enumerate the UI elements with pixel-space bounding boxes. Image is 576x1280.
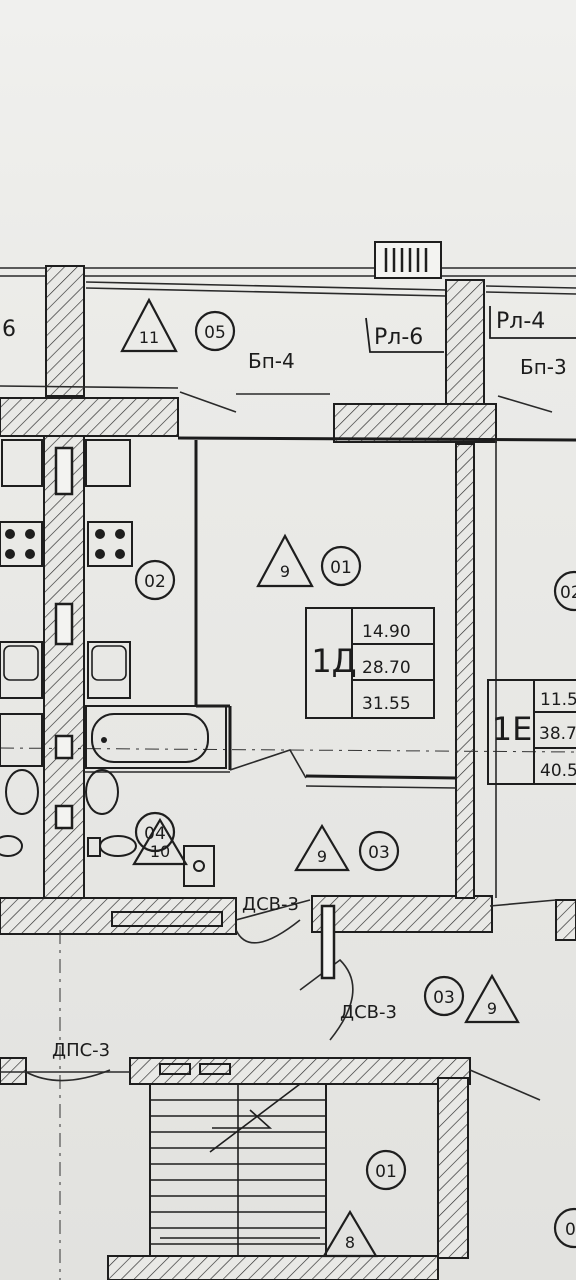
apartment-1d-living: 14.90 <box>362 622 411 642</box>
label-rl6: Рл-6 <box>374 325 423 350</box>
circle-markers <box>134 310 576 1249</box>
staircase <box>149 1063 327 1257</box>
circle-marker-05 <box>194 310 236 352</box>
partitions <box>0 385 576 1280</box>
label-circ-03a: 03 <box>368 843 390 863</box>
triangle-marker-9a <box>256 533 314 588</box>
circle-marker-0cut <box>553 1207 576 1249</box>
triangle-markers <box>120 297 520 1258</box>
label-circ-05: 05 <box>204 323 226 343</box>
apartment-1e-gross: 40.5 <box>540 761 576 781</box>
label-frames <box>365 306 576 353</box>
circle-marker-02a <box>134 559 176 601</box>
door-swings <box>25 391 557 1101</box>
triangle-marker-11 <box>120 297 178 353</box>
circle-marker-04 <box>134 811 176 853</box>
triangle-marker-9b <box>294 823 350 872</box>
apartment-1e-code: 1Е <box>492 710 533 748</box>
label-tri-9c: 9 <box>487 999 497 1018</box>
label-tri-9b: 9 <box>317 847 327 866</box>
label-circ-04: 04 <box>144 824 166 844</box>
label-circ-01b: 01 <box>375 1162 397 1182</box>
label-bp3: Бп-3 <box>520 355 567 379</box>
triangle-marker-9c <box>464 973 520 1024</box>
label-circ-01a: 01 <box>330 558 352 578</box>
apartment-1d-gross: 31.55 <box>362 694 411 714</box>
label-circ-0cut: 0 <box>565 1220 576 1240</box>
label-circ-03b: 03 <box>433 988 455 1008</box>
apartment-1e-total: 38.7 <box>539 724 576 744</box>
label-circ-02a: 02 <box>144 572 166 592</box>
circle-marker-03a <box>358 830 400 872</box>
circle-marker-03b <box>423 975 465 1017</box>
triangle-marker-8 <box>322 1209 378 1258</box>
apartment-1d-total: 28.70 <box>362 658 411 678</box>
circle-marker-02b <box>553 570 576 612</box>
balcony-rail <box>0 267 576 297</box>
label-bp4: Бп-4 <box>248 349 295 373</box>
label-tri-11: 11 <box>139 328 159 347</box>
label-tri-9a: 9 <box>280 562 290 581</box>
apartment-1e-living: 11.5 <box>540 690 576 710</box>
label-tri-8: 8 <box>345 1233 355 1252</box>
bathroom-fixtures <box>0 705 227 927</box>
label-tri-10: 10 <box>150 842 170 861</box>
apartment-1d-code: 1Д <box>311 642 356 680</box>
risers <box>54 446 336 980</box>
walls <box>0 265 576 1280</box>
label-dsv3b: ДСВ-3 <box>340 1002 397 1023</box>
label-dsv3a: ДСВ-3 <box>242 894 299 915</box>
kitchen-fixtures <box>0 439 133 699</box>
label-dps3: ДПС-3 <box>52 1040 110 1061</box>
circle-marker-01b <box>365 1149 407 1191</box>
vent-grille <box>374 241 442 279</box>
label-cut-left: 6 <box>2 317 16 342</box>
label-circ-02b: 02 <box>560 583 576 603</box>
apartment-1e-table: 1Е 11.5 38.7 40.5 <box>487 679 576 785</box>
plan-labels: 6 11 05 Бп-4 Рл-6 Рл-4 Бп-3 9 01 02 02 0… <box>2 309 576 1252</box>
apartment-1d-table: 1Д 14.90 28.70 31.55 <box>305 607 435 719</box>
circle-marker-01a <box>320 545 362 587</box>
triangle-marker-10 <box>132 817 188 866</box>
label-rl4: Рл-4 <box>496 309 545 334</box>
